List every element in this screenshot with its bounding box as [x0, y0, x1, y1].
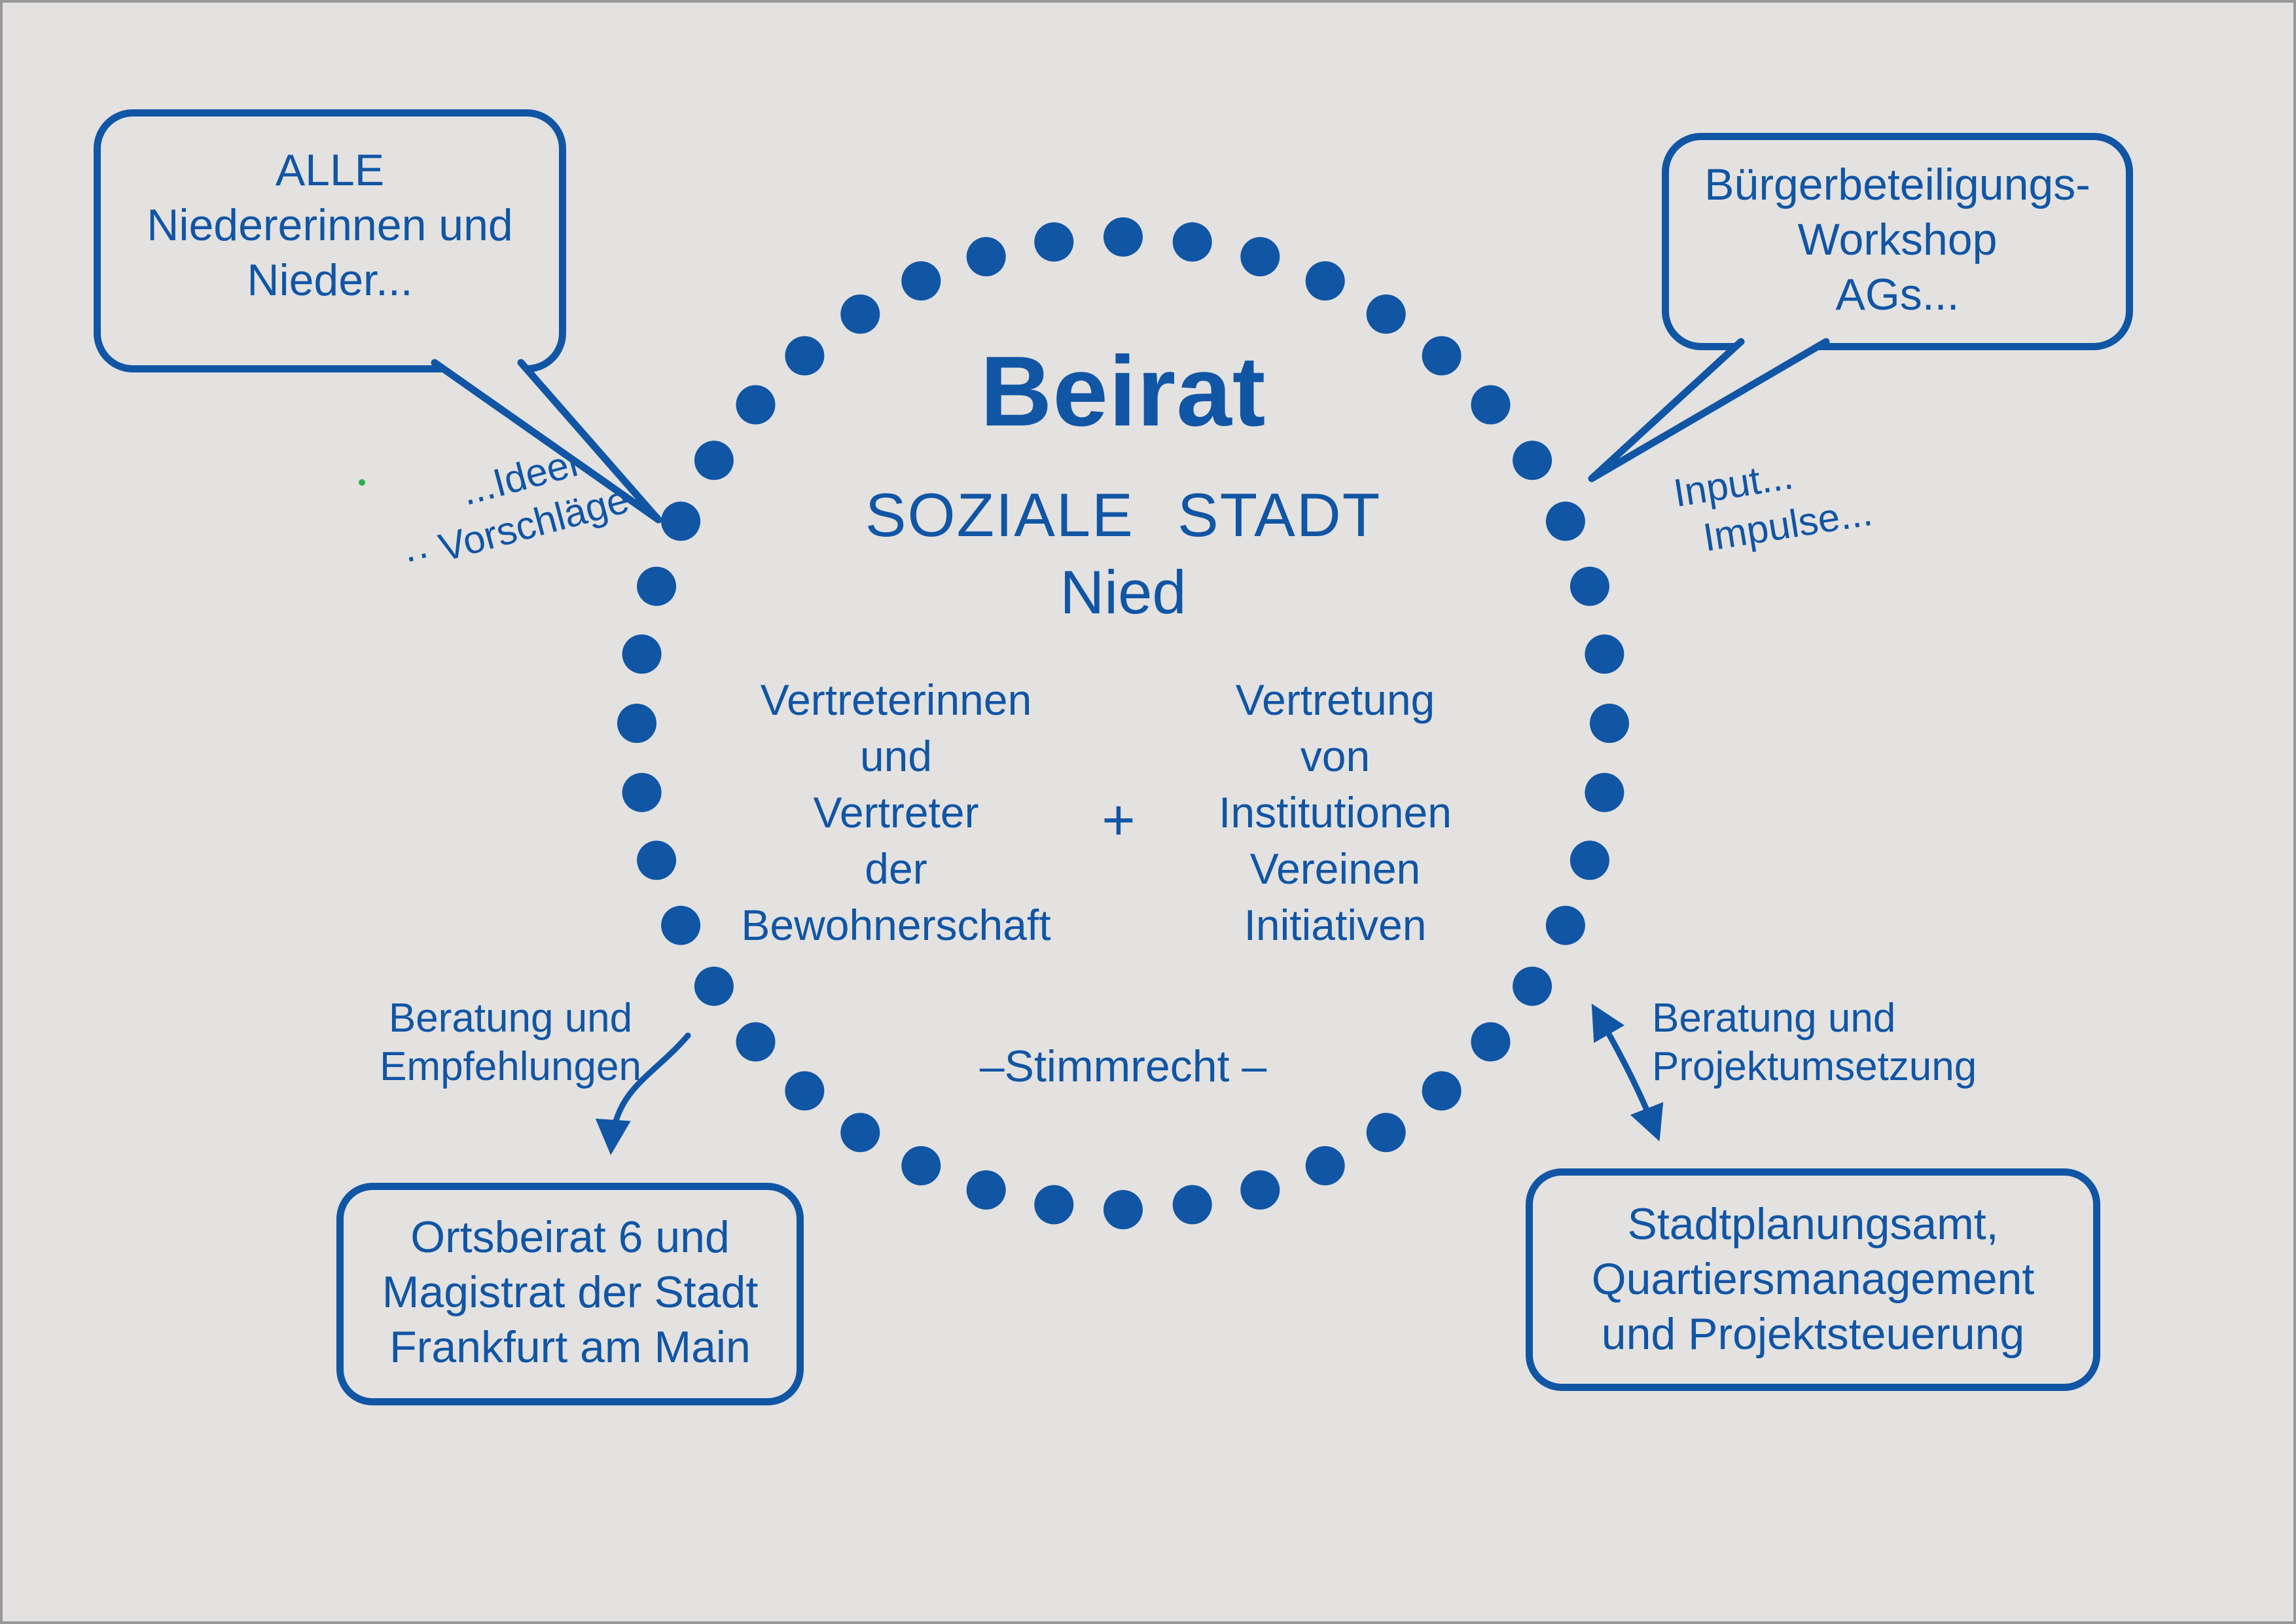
label-beratung-left-line: Empfehlungen	[380, 1044, 641, 1089]
box-ortsbeirat-line: Frankfurt am Main	[389, 1322, 751, 1372]
label-beratung-right-line: Beratung und	[1652, 996, 1896, 1041]
box-ortsbeirat-line: Ortsbeirat 6 und	[410, 1212, 730, 1262]
speech-bubble-workshops-line: Bürgerbeteiligungs-	[1704, 160, 2090, 209]
column-institutionen-line: Vertretung	[1235, 676, 1435, 724]
column-bewohnerschaft-line: und	[859, 732, 933, 780]
speech-bubble-residents-line: Niedererinnen und	[147, 200, 513, 250]
diagram-title: Beirat	[980, 336, 1266, 447]
plus-sign: +	[1102, 787, 1136, 852]
column-bewohnerschaft-line: der	[865, 844, 927, 893]
box-ortsbeirat-magistrat: Ortsbeirat 6 und Magistrat der Stadt Fra…	[336, 1183, 804, 1405]
center-heading: Beirat SOZIALE STADT Nied	[865, 342, 1381, 623]
column-institutionen: Vertretung von Institutionen Vereinen In…	[1219, 672, 1452, 953]
speech-bubble-workshops: Bürgerbeteiligungs- Workshop AGs...	[1662, 133, 2133, 350]
diagram-subtitle: SOZIALE STADT	[865, 480, 1382, 549]
column-institutionen-line: Initiativen	[1244, 901, 1427, 949]
column-institutionen-line: von	[1300, 732, 1371, 780]
speech-bubble-residents-line: Nieder...	[247, 255, 413, 305]
column-bewohnerschaft-line: Bewohnerschaft	[741, 901, 1051, 949]
speech-bubble-residents-line: ALLE	[275, 145, 385, 195]
speech-bubble-workshops-line: AGs...	[1835, 270, 1960, 319]
green-speck	[359, 479, 365, 486]
box-stadtplanungsamt-line: Quartiersmanagement	[1591, 1254, 2035, 1304]
label-beratung-right-line: Projektumsetzung	[1652, 1044, 1977, 1089]
label-beratung-left-line: Beratung und	[388, 996, 633, 1041]
label-ideen-vorschlaege: ...Ideen ·· Vorschläge	[386, 429, 634, 582]
label-beratung-empfehlungen: Beratung und Empfehlungen	[380, 994, 641, 1091]
box-stadtplanungsamt: Stadtplanungsamt, Quartiersmanagement un…	[1526, 1168, 2100, 1391]
column-bewohnerschaft-line: Vertreter	[813, 788, 979, 837]
speech-bubble-residents: ALLE Niedererinnen und Nieder...	[94, 109, 566, 372]
speech-bubble-workshops-line: Workshop	[1797, 215, 1998, 264]
column-institutionen-line: Institutionen	[1219, 788, 1452, 837]
label-beratung-projektumsetzung: Beratung und Projektumsetzung	[1652, 994, 1977, 1091]
voting-note: –Stimmrecht –	[979, 1041, 1267, 1091]
box-stadtplanungsamt-line: und Projektsteuerung	[1601, 1309, 2025, 1359]
arrow-double-stadtplanungsamt	[1591, 1003, 1664, 1142]
column-bewohnerschaft-line: Vertreterinnen	[760, 676, 1032, 724]
box-ortsbeirat-line: Magistrat der Stadt	[382, 1267, 759, 1317]
column-institutionen-line: Vereinen	[1249, 844, 1421, 893]
column-bewohnerschaft: Vertreterinnen und Vertreter der Bewohne…	[741, 672, 1050, 953]
label-input-impulse: Input... Impulse...	[1670, 440, 1876, 566]
box-stadtplanungsamt-line: Stadtplanungsamt,	[1627, 1199, 1999, 1249]
diagram-subtitle-district: Nied	[1060, 558, 1187, 626]
